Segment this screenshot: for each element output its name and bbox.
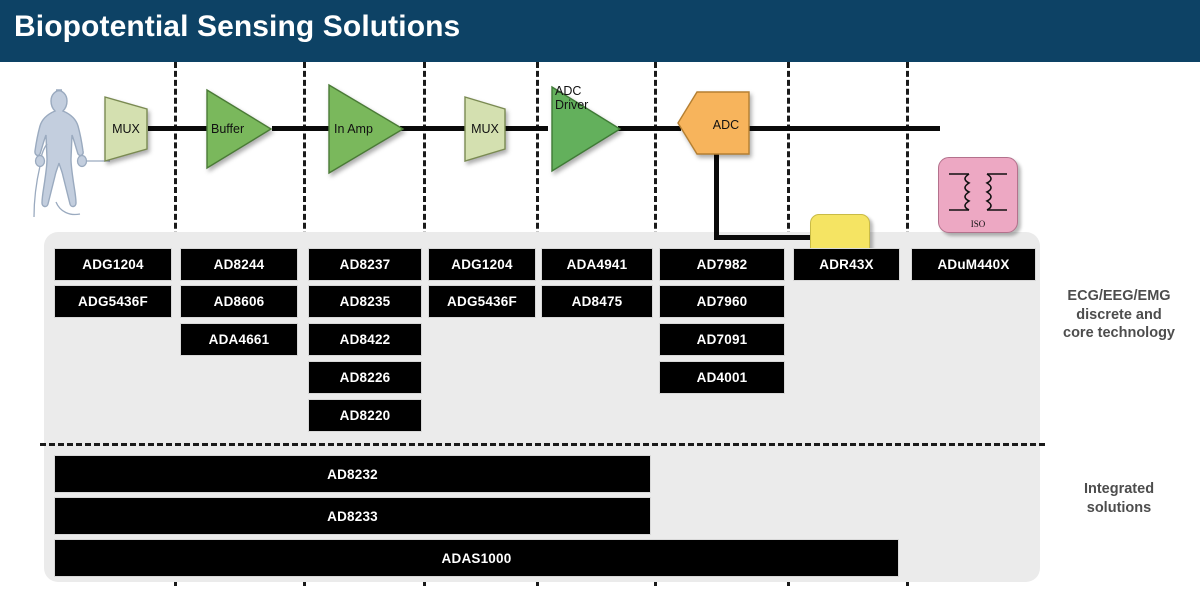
page-header: Biopotential Sensing Solutions bbox=[0, 0, 1200, 62]
part-chip[interactable]: AD4001 bbox=[659, 361, 785, 394]
isolator-label: ISO bbox=[970, 219, 986, 229]
part-chip[interactable]: AD8235 bbox=[308, 285, 422, 318]
caption-integrated: Integrated solutions bbox=[1044, 480, 1194, 517]
part-chip[interactable]: AD8226 bbox=[308, 361, 422, 394]
part-chip[interactable]: AD7960 bbox=[659, 285, 785, 318]
wire-inamp-mux2 bbox=[400, 126, 466, 131]
part-chip[interactable]: AD8237 bbox=[308, 248, 422, 281]
block-adc[interactable]: ADC bbox=[675, 88, 753, 162]
part-chip[interactable]: ADG1204 bbox=[54, 248, 172, 281]
part-chip[interactable]: AD7982 bbox=[659, 248, 785, 281]
patient-silhouette-icon bbox=[33, 89, 110, 218]
part-chip[interactable]: ADR43X bbox=[793, 248, 900, 281]
block-adc-driver[interactable]: ADC Driver bbox=[548, 84, 624, 174]
caption-integrated-line-2: solutions bbox=[1086, 499, 1152, 516]
part-chip[interactable]: ADA4941 bbox=[541, 248, 653, 281]
wire-adc-iso bbox=[748, 126, 940, 131]
part-chip[interactable]: AD8220 bbox=[308, 399, 422, 432]
page-title: Biopotential Sensing Solutions bbox=[14, 10, 461, 43]
block-mux-output[interactable]: MUX bbox=[461, 93, 509, 165]
part-chip[interactable]: AD8606 bbox=[180, 285, 298, 318]
section-divider bbox=[40, 443, 1045, 446]
integrated-part-bar[interactable]: ADAS1000 bbox=[54, 539, 899, 577]
block-mux-input[interactable]: MUX bbox=[101, 93, 151, 165]
caption-discrete-line-3: core technology bbox=[1063, 325, 1175, 342]
wire-mux1-buffer bbox=[148, 126, 234, 131]
transformer-icon bbox=[949, 173, 1007, 211]
part-chip[interactable]: ADG5436F bbox=[428, 285, 536, 318]
diagram-stage: MUX Buffer In Amp MUX bbox=[0, 62, 1200, 598]
part-chip[interactable]: ADuM440X bbox=[911, 248, 1036, 281]
wire-adcdriver-adc bbox=[618, 126, 681, 131]
part-chip[interactable]: AD8475 bbox=[541, 285, 653, 318]
part-chip[interactable]: ADG1204 bbox=[428, 248, 536, 281]
wire-mux2-adcdriver bbox=[503, 126, 548, 131]
block-in-amp[interactable]: In Amp bbox=[325, 82, 407, 176]
integrated-part-bar[interactable]: AD8232 bbox=[54, 455, 651, 493]
signal-chain: MUX Buffer In Amp MUX bbox=[0, 62, 1200, 268]
block-buffer[interactable]: Buffer bbox=[203, 87, 275, 171]
block-isolator[interactable]: ISO bbox=[938, 157, 1018, 233]
wire-adc-branch-v bbox=[714, 126, 719, 240]
caption-integrated-line-1: Integrated bbox=[1083, 481, 1155, 497]
integrated-part-bar[interactable]: AD8233 bbox=[54, 497, 651, 535]
part-chip[interactable]: AD8422 bbox=[308, 323, 422, 356]
caption-discrete-line-1: ECG/EEG/EMG bbox=[1067, 288, 1171, 304]
part-chip[interactable]: ADG5436F bbox=[54, 285, 172, 318]
wire-adc-branch-h bbox=[714, 235, 814, 240]
caption-discrete: ECG/EEG/EMG discrete and core technology bbox=[1044, 287, 1194, 343]
part-chip[interactable]: AD8244 bbox=[180, 248, 298, 281]
caption-discrete-line-2: discrete and bbox=[1076, 306, 1162, 323]
wire-buffer-inamp bbox=[272, 126, 334, 131]
part-chip[interactable]: AD7091 bbox=[659, 323, 785, 356]
part-chip[interactable]: ADA4661 bbox=[180, 323, 298, 356]
